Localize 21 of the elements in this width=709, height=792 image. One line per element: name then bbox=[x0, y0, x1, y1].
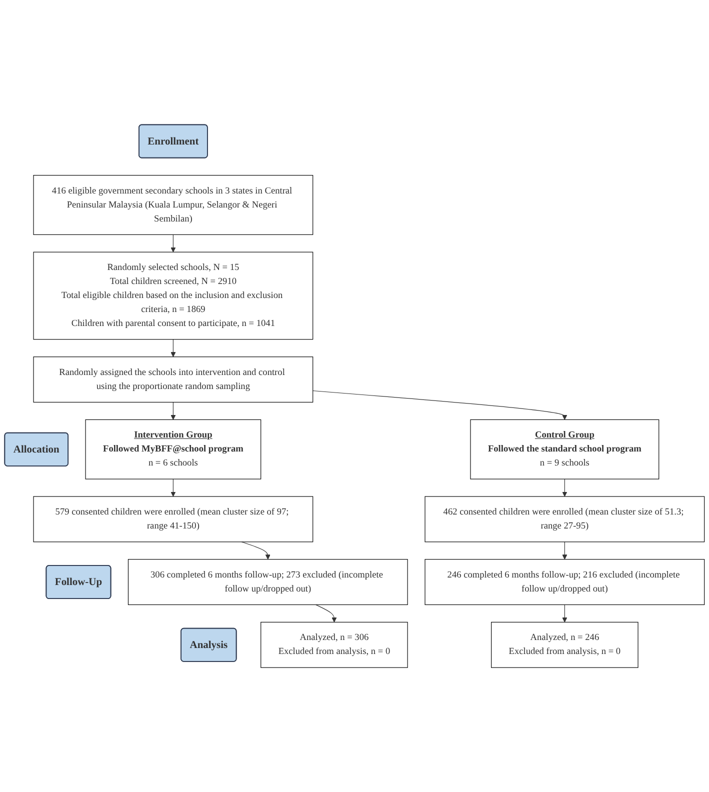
node-box: 462 consented children were enrolled (mean cluster size of 51.3; range 27-95) bbox=[424, 496, 705, 542]
node-box: Randomly selected schools, N = 15 Total children screened, N = 2910 Total eligible children based on the inclusion and exclusion criteria, n = 1869 Children with parental consent to participate, n = 1041 bbox=[33, 252, 314, 340]
node-box: 246 completed 6 months follow-up; 216 excluded (incomplete follow up/dropped out) bbox=[424, 558, 705, 605]
arrow bbox=[316, 604, 337, 622]
arrow bbox=[562, 541, 568, 560]
node-box: 416 eligible government secondary schools in 3 states in Central Peninsular Malaysia (Kuala Lumpur, Selangor & Negeri Sembilan) bbox=[33, 174, 314, 235]
node-box: 579 consented children were enrolled (mean cluster size of 97; range 41-150) bbox=[33, 496, 314, 542]
node-box: Randomly assigned the schools into intervention and control using the proportionate random sampling bbox=[33, 356, 314, 402]
arrow bbox=[562, 478, 568, 497]
node-box: Control Group Followed the standard school program n = 9 schools bbox=[470, 419, 660, 480]
node-box: Intervention Group Followed MyBFF@school program n = 6 schools bbox=[85, 419, 262, 480]
node-box: 306 completed 6 months follow-up; 273 excluded (incomplete follow up/dropped out) bbox=[128, 558, 408, 605]
node-box: Analyzed, n = 246 Excluded from analysis, n = 0 bbox=[491, 622, 638, 668]
node-box: Analyzed, n = 306 Excluded from analysis, n = 0 bbox=[260, 622, 408, 668]
arrow bbox=[241, 541, 270, 560]
arrow bbox=[170, 234, 176, 252]
arrow bbox=[170, 402, 176, 420]
arrow bbox=[170, 338, 176, 357]
arrow bbox=[312, 390, 568, 420]
arrow bbox=[562, 604, 568, 622]
arrow bbox=[170, 478, 176, 497]
